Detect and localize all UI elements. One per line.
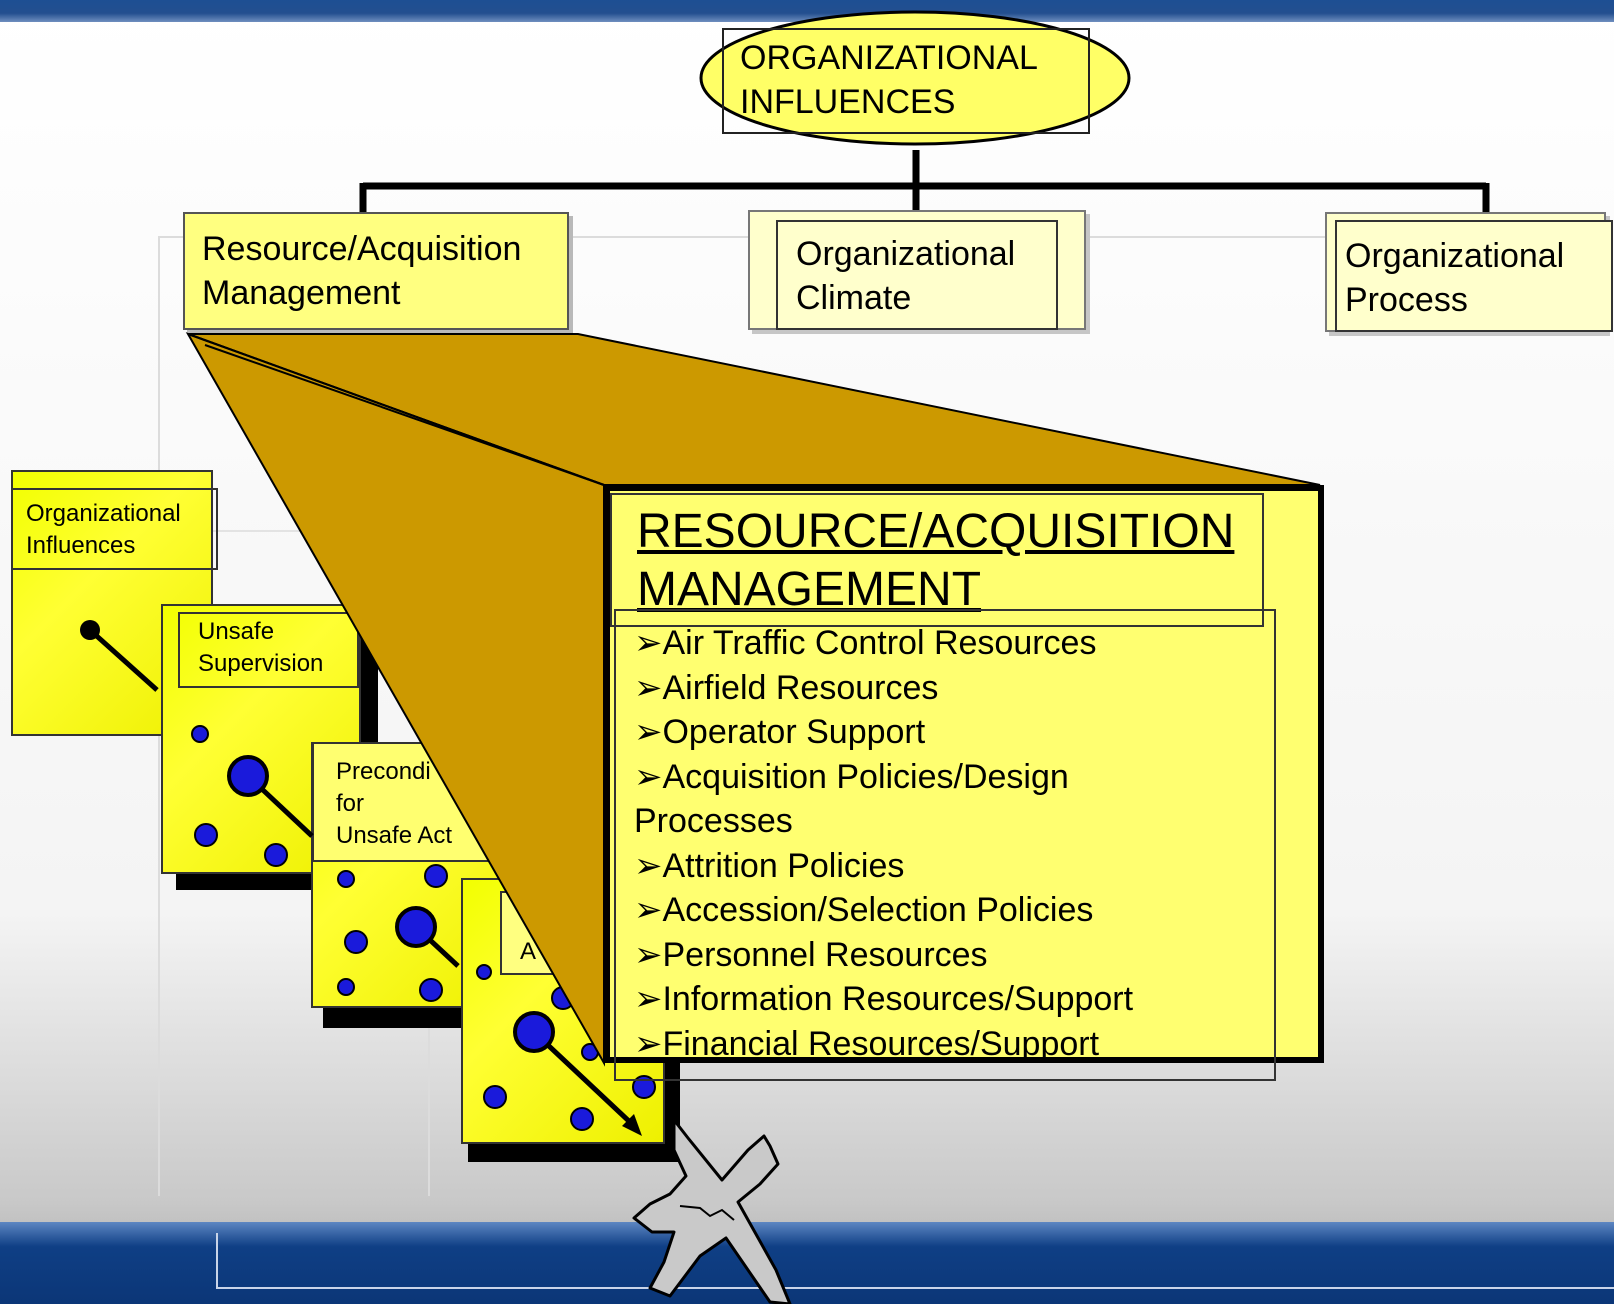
list-item: ➢Operator Support (634, 713, 926, 751)
detail-list-box (614, 609, 1276, 1081)
top-title-box (722, 28, 1090, 134)
category-label: Resource/Acquisition Management (202, 230, 522, 312)
bottom-frame-line (216, 1233, 1614, 1289)
organizational-influences-ellipse (699, 10, 1131, 146)
detail-title: RESOURCE/ACQUISITION MANAGEMENT (637, 505, 1235, 616)
list-item: ➢Information Resources/Support (634, 980, 1134, 1018)
detail-box (604, 485, 1324, 1063)
category-label: Organizational Climate (796, 235, 1016, 317)
panel-label: Unsafe Supervision (198, 618, 324, 677)
list-item: ➢Attrition Policies (634, 846, 905, 885)
panel-label-box (178, 612, 359, 688)
list-item: ➢Air Traffic Control Resources (634, 624, 1097, 662)
list-item: ➢Acquisition Policies/Design (634, 757, 1069, 796)
list-item: Processes (634, 802, 793, 840)
top-title: ORGANIZATIONAL INFLUENCES (740, 39, 1038, 121)
list-item: ➢Airfield Resources (634, 668, 939, 707)
panel-label-box (11, 488, 218, 570)
detail-title-box (610, 493, 1264, 627)
category-resource-acquisition (183, 212, 569, 330)
list-item: ➢Accession/Selection Policies (634, 891, 1094, 929)
airplane-icon (632, 1120, 792, 1304)
category-label: Organizational Process (1345, 237, 1565, 319)
category-process (1335, 220, 1613, 332)
cheese-holes-and-trajectory (80, 620, 656, 1136)
bottom-band (0, 1222, 1614, 1304)
panel-label: Precondi for Unsafe Act (336, 758, 453, 849)
top-band (0, 0, 1614, 22)
panel-label: Organizational Influences (26, 500, 181, 559)
list-item: ➢Financial Resources/Support (634, 1024, 1100, 1062)
list-item: ➢Personnel Resources (634, 935, 988, 974)
detail-list: ➢Air Traffic Control Resources ➢Airfield… (634, 621, 1274, 1061)
panel-label: A (520, 938, 537, 965)
category-climate (776, 220, 1058, 330)
